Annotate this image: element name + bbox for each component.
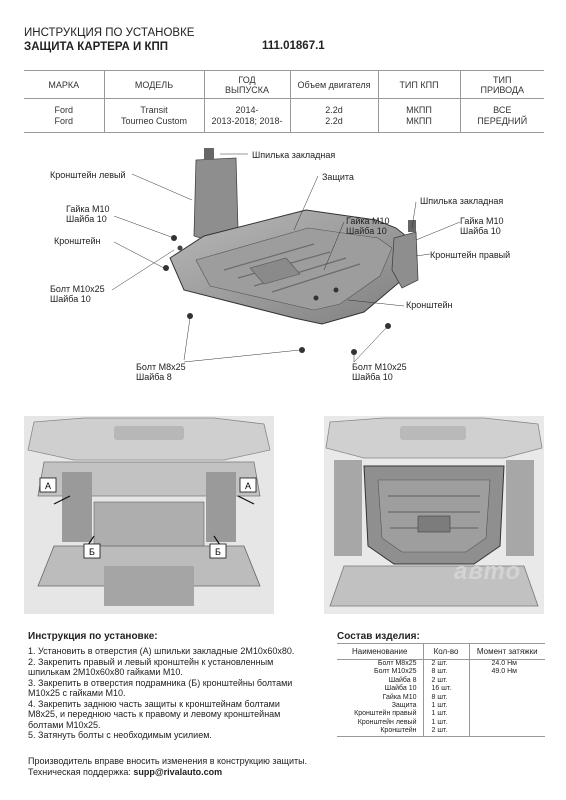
parts-header-row: Наименование Кол-во Момент затяжки [337,643,545,660]
instruction-line: 1. Установить в отверстия (А) шпильки за… [28,646,295,656]
assembly-drawing: Шпилька закладная Кронштейн левый Защита… [24,140,544,402]
instruction-line: 4. Закрепить заднюю часть защиты к кронш… [28,698,280,709]
watermark: авто [454,558,522,585]
document-title: ИНСТРУКЦИЯ ПО УСТАНОВКЕ ЗАЩИТА КАРТЕРА И… [24,26,194,54]
label-bracket-left: Кронштейн левый [50,170,126,180]
col-brand: МАРКА [24,70,104,99]
parts-title: Состав изделия: [337,631,420,642]
cell-year: 2014-2013-2018; 2018- [203,98,290,133]
instructions-list: 1. Установить в отверстия (А) шпильки за… [28,646,328,741]
label-guard: Защита [322,172,354,182]
instruction-line: шпилькам 2М10х60х80 гайками М10. [28,667,183,677]
skid-plate-illustration [111,148,461,363]
instruction-line: М10х25 с гайками М10. [28,688,126,698]
title-line-1: ИНСТРУКЦИЯ ПО УСТАНОВКЕ [24,27,195,39]
marker-b-left: Б [83,543,101,559]
svg-text:А: А [245,481,251,491]
col-engine: Объем двигателя [289,70,378,99]
underbody-before-illustration: А А Б Б [24,416,274,614]
instruction-line: М8х25, и переднюю часть к правому и лево… [28,709,281,719]
instruction-line: 2. Закрепить правый и левый кронштейн к … [28,656,274,667]
svg-text:Б: Б [89,547,95,557]
label-stud-right: Шпилька закладная [420,196,504,206]
photo-underbody-before: А А Б Б [24,416,274,614]
instruction-line: 3. Закрепить в отверстия подрамника (Б) … [28,677,293,688]
instruction-line: 5. Затянуть болты с необходимым усилием. [28,730,212,740]
underbody-after-illustration [324,416,544,614]
parts-col-name: Наименование [337,643,423,660]
label-bracket-bottom: Кронштейн [406,300,453,310]
footer-support: Техническая поддержка: supp@rivalauto.co… [28,767,223,777]
parts-col-qty: Кол-во [422,643,469,660]
label-bracket-right: Кронштейн правый [430,250,511,260]
marker-b-right: Б [209,543,227,559]
title-line-2: ЗАЩИТА КАРТЕРА И КПП [24,41,169,53]
parts-table: Наименование Кол-во Момент затяжки Болт … [337,643,545,737]
svg-text:Б: Б [215,547,221,557]
support-email-link[interactable]: supp@rivalauto.com [133,767,223,777]
product-code: 111.01867.1 [262,40,325,52]
label-stud-top: Шпилька закладная [252,150,336,160]
photo-underbody-after [324,416,544,614]
footer: Производитель вправе вносить изменения в… [28,756,307,778]
footer-disclaimer: Производитель вправе вносить изменения в… [28,756,308,766]
col-model: МОДЕЛЬ [103,70,204,99]
svg-text:А: А [45,481,51,491]
instruction-line: болтами М10х25. [28,719,101,730]
marker-a-right: А [239,477,257,493]
marker-a-left: А [39,477,57,493]
parts-col-torque: Момент затяжки [468,643,545,660]
col-gearbox: ТИП КПП [377,70,460,99]
instructions-title: Инструкция по установке: [28,631,158,642]
label-bracket: Кронштейн [54,236,101,246]
